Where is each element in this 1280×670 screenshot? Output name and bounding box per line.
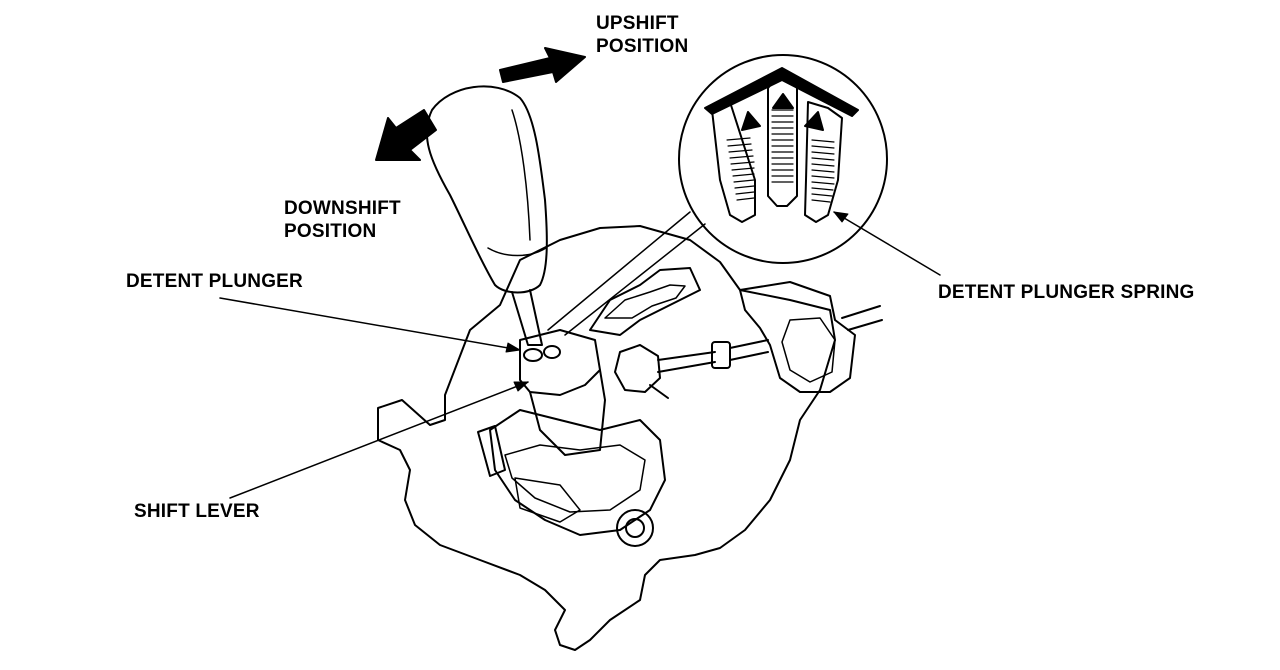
detent-plunger-leader	[219, 297, 521, 351]
upshift-label-line2: POSITION	[596, 36, 689, 57]
shift-lever-leader	[229, 381, 529, 499]
gate-slot	[589, 267, 701, 336]
cable-sleeve	[711, 341, 731, 369]
gate-slot-inner	[604, 284, 686, 319]
lever-pivot-body	[529, 369, 606, 456]
base-bushing	[616, 509, 654, 547]
inset-pointer-line	[547, 211, 706, 336]
inset-plunger-right	[804, 101, 843, 223]
downshift-label-line1: DOWNSHIFT	[284, 198, 401, 219]
inset-arrow-right-icon	[804, 111, 824, 131]
cable-exit	[841, 305, 883, 331]
inset-arrow-center-icon	[772, 93, 794, 109]
shift-lever-shaft	[511, 289, 543, 346]
detent-spring-leader-arrow	[833, 211, 849, 223]
detent-plunger-label: DETENT PLUNGER	[126, 271, 303, 292]
upshift-label-line1: UPSHIFT	[596, 13, 679, 34]
inset-plunger-center	[767, 71, 798, 207]
shift-knob	[425, 85, 548, 294]
shift-knob-band	[487, 247, 547, 257]
shift-knob-shade	[511, 109, 531, 241]
shift-cable-2	[729, 339, 769, 361]
downshift-arrow-icon	[375, 109, 437, 161]
downshift-label-line2: POSITION	[284, 221, 377, 242]
upshift-arrow-icon	[499, 47, 586, 83]
detail-inset-circle	[678, 54, 888, 264]
cable-bracket-detail	[781, 317, 836, 383]
base-bracket-inner	[504, 444, 646, 513]
shift-lever-leader-arrow	[513, 381, 529, 392]
console-housing	[377, 225, 836, 651]
detent-plunger-spring-label: DETENT PLUNGER SPRING	[938, 282, 1195, 303]
detent-spring-leader	[833, 211, 941, 276]
inset-spring-left	[726, 137, 755, 201]
downshift-position-label: DOWNSHIFT POSITION	[284, 197, 401, 243]
inset-cap	[704, 67, 859, 117]
detent-plunger-tip	[523, 348, 543, 362]
detent-plunger-block	[519, 329, 601, 396]
upshift-position-label: UPSHIFT POSITION	[596, 12, 688, 58]
pivot-bolt	[649, 384, 669, 399]
shift-lever-label: SHIFT LEVER	[134, 501, 260, 522]
base-bracket	[489, 409, 666, 536]
base-bushing-inner	[625, 518, 645, 538]
base-mount-left	[477, 425, 506, 477]
inset-spring-right	[811, 139, 835, 203]
inset-spring-center	[771, 109, 794, 183]
shift-cable	[657, 351, 716, 373]
base-mount-lower	[514, 477, 581, 523]
detent-plunger-leader-arrow	[505, 342, 521, 353]
inset-plunger-left	[711, 101, 756, 223]
pivot-nut	[614, 344, 661, 393]
cable-bracket	[739, 281, 856, 393]
detent-plunger-tip-2	[543, 345, 561, 359]
inset-arrow-left-icon	[741, 111, 761, 131]
